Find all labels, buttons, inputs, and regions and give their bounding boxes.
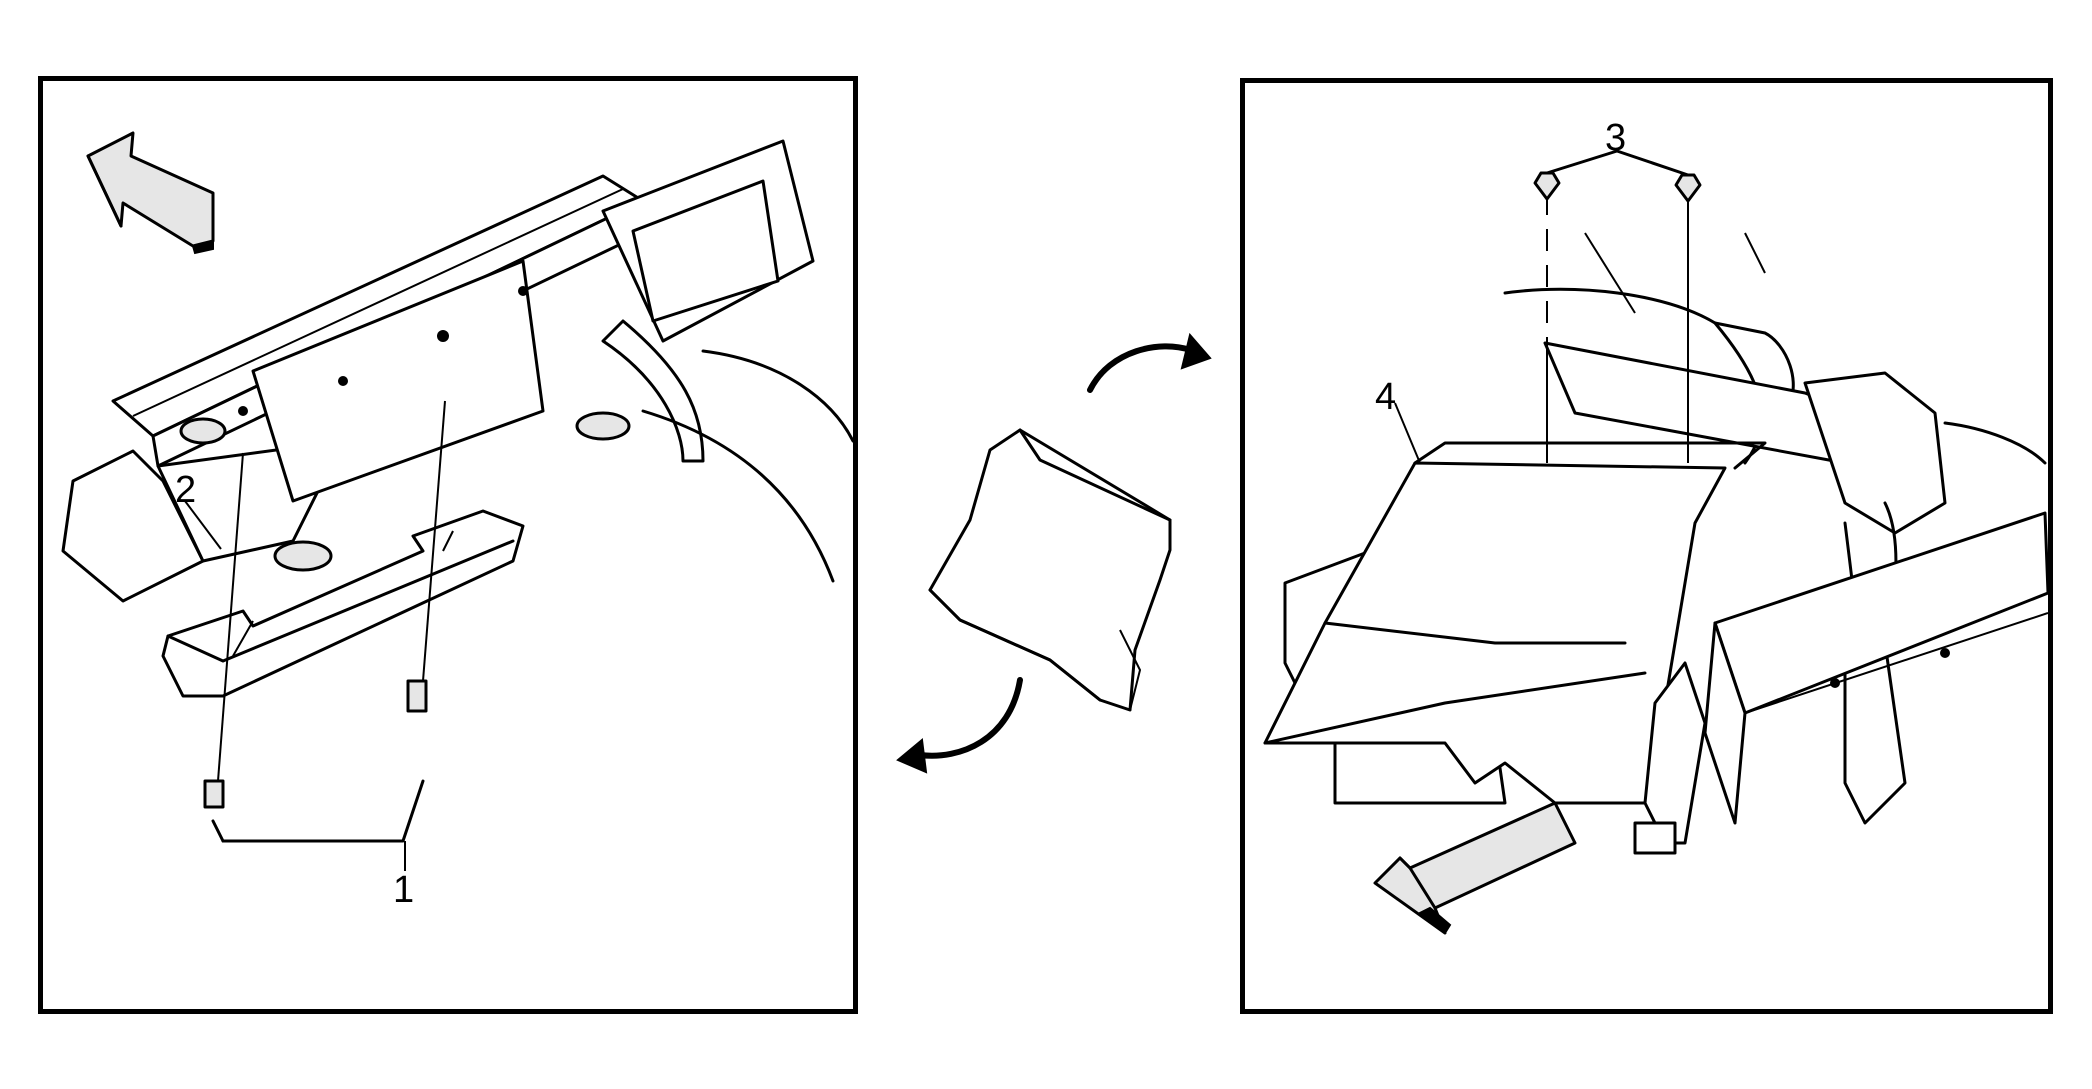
push-pins: [1533, 149, 1766, 463]
left-view-panel: 2 1: [38, 76, 858, 1014]
fasteners: [203, 400, 446, 843]
callout-1: 1: [393, 869, 415, 911]
frame-rail: [1703, 511, 2048, 825]
callout-2: 2: [175, 469, 197, 511]
air-baffle-install-view: [1263, 149, 2048, 935]
air-baffle: [1263, 441, 1767, 855]
forward-direction-arrow-icon: [86, 131, 215, 255]
rotate-arrow-down-icon: [896, 677, 1023, 774]
callout-3: 3: [1605, 117, 1627, 159]
front-end-lower-view: [61, 131, 853, 871]
baffle-part: [928, 428, 1172, 712]
air-baffle-transition: [896, 332, 1212, 774]
engine-compartment: [1503, 287, 2047, 825]
radiator-support: [61, 139, 853, 603]
right-view-panel: 3 4: [1240, 78, 2053, 1014]
center-transition: [870, 330, 1230, 830]
rotate-arrow-up-icon: [1087, 332, 1212, 393]
callout-4: 4: [1375, 376, 1397, 418]
forward-direction-arrow-icon: [1373, 801, 1577, 935]
